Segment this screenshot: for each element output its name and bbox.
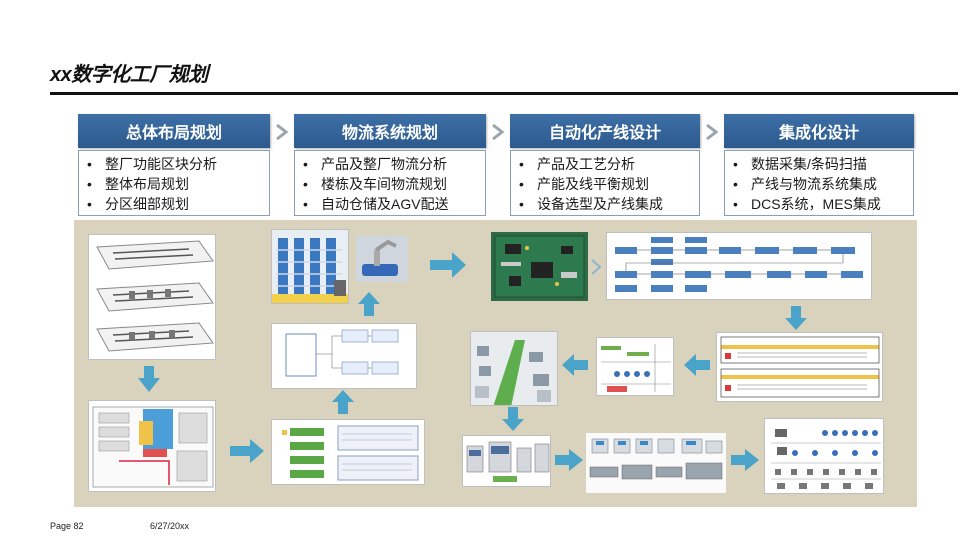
- arrow-right-icon: [230, 439, 264, 463]
- arrow-left-icon: [684, 354, 710, 376]
- chevron-right-icon: [492, 123, 505, 141]
- chevron-right-icon: [591, 259, 602, 275]
- integrated-production-line-image: [586, 433, 726, 493]
- list-item: 设备选型及产线集成: [519, 194, 693, 214]
- line-balance-layout-image: [716, 332, 883, 402]
- page-number: Page 82: [50, 521, 84, 531]
- warehouse-3d-image: [271, 229, 349, 304]
- footer-date: 6/27/20xx: [150, 521, 190, 531]
- list-item: 产能及线平衡规划: [519, 174, 693, 194]
- list-item: DCS系统，MES集成: [733, 194, 907, 214]
- list-item: 分区细部规划: [87, 194, 263, 214]
- list-item: 自动仓储及AGV配送: [303, 194, 479, 214]
- integration-network-diagram: [764, 418, 884, 494]
- chevron-right-icon: [276, 123, 289, 141]
- equipment-selection-image: [462, 435, 551, 487]
- phase-header-automation: 自动化产线设计: [510, 114, 700, 148]
- workshop-3d-image: [470, 331, 558, 406]
- production-line-drawing-image: [596, 337, 674, 396]
- process-flowchart-image: [606, 232, 872, 300]
- phase-list-logistics: 产品及整厂物流分析 楼栋及车间物流规划 自动仓储及AGV配送: [294, 150, 486, 216]
- arrow-left-icon: [562, 354, 588, 376]
- logistics-system-screens-image: [271, 419, 425, 485]
- arrow-right-icon: [555, 449, 583, 471]
- arrow-down-icon: [502, 407, 524, 431]
- agv-robot-image: [356, 236, 408, 282]
- site-plan-image: [88, 400, 216, 492]
- list-item: 楼栋及车间物流规划: [303, 174, 479, 194]
- phase-list-automation: 产品及工艺分析 产能及线平衡规划 设备选型及产线集成: [510, 150, 700, 216]
- arrow-up-icon: [332, 390, 354, 414]
- logistics-flow-diagram: [271, 323, 417, 389]
- page-title: xx数字化工厂规划: [50, 64, 208, 86]
- list-item: 整体布局规划: [87, 174, 263, 194]
- list-item: 数据采集/条码扫描: [733, 154, 907, 174]
- phase-header-logistics: 物流系统规划: [294, 114, 486, 148]
- phase-header-layout: 总体布局规划: [78, 114, 270, 148]
- arrow-right-icon: [430, 252, 466, 278]
- arrow-right-icon: [731, 449, 759, 471]
- list-item: 整厂功能区块分析: [87, 154, 263, 174]
- phase-header-integration: 集成化设计: [724, 114, 914, 148]
- arrow-down-icon: [785, 306, 807, 330]
- phase-list-layout: 整厂功能区块分析 整体布局规划 分区细部规划: [78, 150, 270, 216]
- arrow-up-icon: [358, 292, 380, 316]
- factory-layout-3d-image: [88, 234, 216, 360]
- list-item: 产线与物流系统集成: [733, 174, 907, 194]
- list-item: 产品及整厂物流分析: [303, 154, 479, 174]
- title-divider: [50, 92, 958, 95]
- arrow-down-icon: [138, 366, 160, 392]
- list-item: 产品及工艺分析: [519, 154, 693, 174]
- phase-list-integration: 数据采集/条码扫描 产线与物流系统集成 DCS系统，MES集成: [724, 150, 914, 216]
- chevron-right-icon: [706, 123, 719, 141]
- pcb-product-image: [491, 232, 588, 301]
